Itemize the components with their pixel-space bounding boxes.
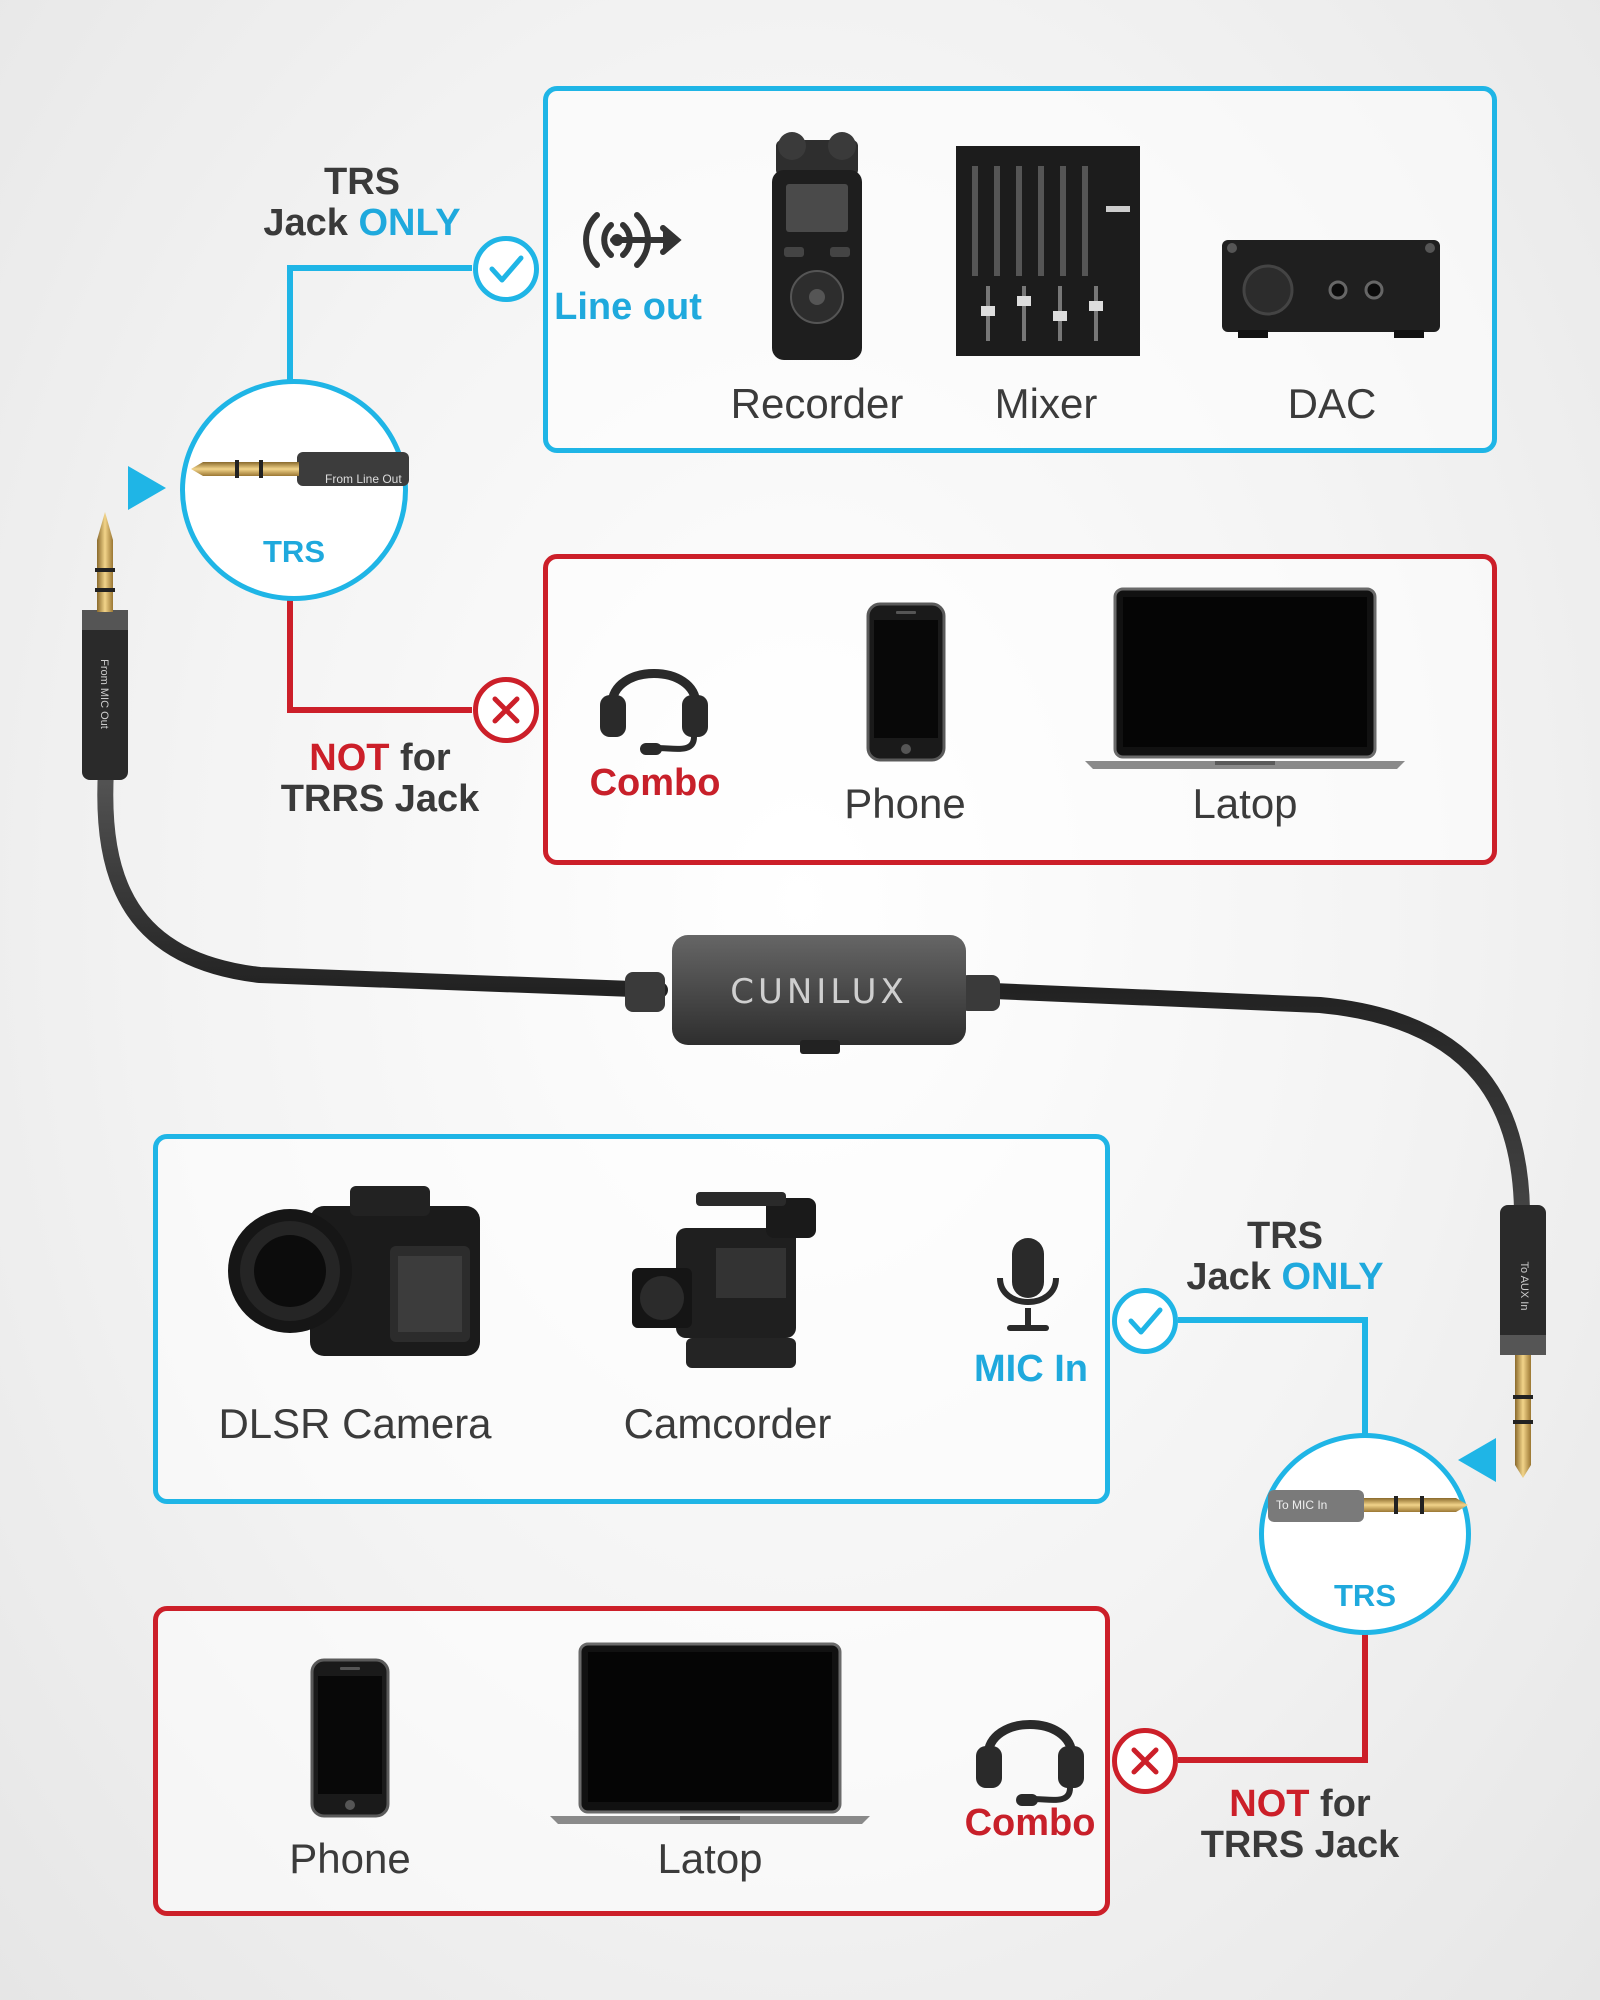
device-label-camera: DLSR Camera: [218, 1400, 492, 1447]
compatible-check-bottom: [1112, 1288, 1178, 1354]
laptop-icon: [550, 1642, 870, 1824]
microphone-icon: [997, 1238, 1059, 1331]
camera-icon: [228, 1186, 480, 1356]
incompatible-cross-bottom: [1112, 1728, 1178, 1794]
device-label-mixer: Mixer: [994, 380, 1098, 427]
trs-plug-graphic: [1268, 1490, 1468, 1522]
bottom-cable-plug-print: To AUX In: [1518, 1261, 1530, 1311]
incompatible-cross-top: [473, 677, 539, 743]
device-label-phone-top: Phone: [844, 780, 966, 827]
bottom-trs-only-note: TRS Jack ONLY: [1186, 1215, 1384, 1298]
device-label-laptop-bottom: Latop: [657, 1835, 763, 1882]
compatible-check-top: [473, 236, 539, 302]
top-trs-type-label: TRS: [263, 534, 325, 569]
bottom-cable-plug: [1500, 1205, 1546, 1478]
check-icon: [1128, 1307, 1163, 1335]
cable-brand-logo: CUNILUX: [730, 972, 908, 1012]
check-icon: [489, 255, 524, 283]
mixer-icon: [956, 146, 1140, 356]
bottom-trs-type-label: TRS: [1334, 1578, 1396, 1613]
laptop-icon: [1085, 587, 1405, 769]
device-label-laptop-top: Latop: [1192, 780, 1298, 827]
device-label-camcorder: Camcorder: [623, 1400, 832, 1447]
device-label-recorder: Recorder: [730, 380, 904, 427]
phone-icon: [310, 1658, 390, 1818]
recorder-icon: [772, 132, 862, 360]
trs-plug-graphic: [191, 452, 409, 486]
attenuator-box: [625, 935, 1000, 1054]
camcorder-icon: [632, 1192, 816, 1368]
mic-in-label: MIC In: [974, 1348, 1088, 1390]
headset-icon: [976, 1720, 1084, 1806]
top-cable-plug-print: From MIC Out: [98, 659, 110, 729]
bottom-plug-print: To MIC In: [1276, 1498, 1328, 1512]
cable-wire: [97, 762, 1530, 1218]
top-trs-plug-closeup: From Line Out TRS: [180, 379, 409, 601]
top-plug-print: From Line Out: [325, 472, 402, 486]
pointer-triangle-icon: [128, 466, 166, 510]
headset-icon: [600, 669, 708, 755]
device-label-phone-bottom: Phone: [289, 1835, 411, 1882]
line-out-icon: [583, 212, 682, 268]
phone-icon: [866, 602, 946, 762]
line-out-label: Line out: [554, 286, 702, 328]
combo-label-bottom: Combo: [964, 1802, 1096, 1844]
pointer-triangle-icon: [1458, 1438, 1496, 1482]
cross-icon: [1131, 1747, 1159, 1775]
dac-icon: [1222, 240, 1440, 338]
bottom-not-trrs-note: NOT for TRRS Jack: [1200, 1783, 1400, 1866]
top-cable-plug: [82, 512, 128, 780]
top-not-trrs-note: NOT for TRRS Jack: [280, 737, 480, 820]
top-trs-only-note: TRS Jack ONLY: [263, 161, 461, 244]
cross-icon: [492, 696, 520, 724]
bottom-trs-plug-closeup: To MIC In TRS: [1259, 1433, 1471, 1635]
combo-label-top: Combo: [589, 762, 721, 804]
device-label-dac: DAC: [1287, 380, 1377, 427]
